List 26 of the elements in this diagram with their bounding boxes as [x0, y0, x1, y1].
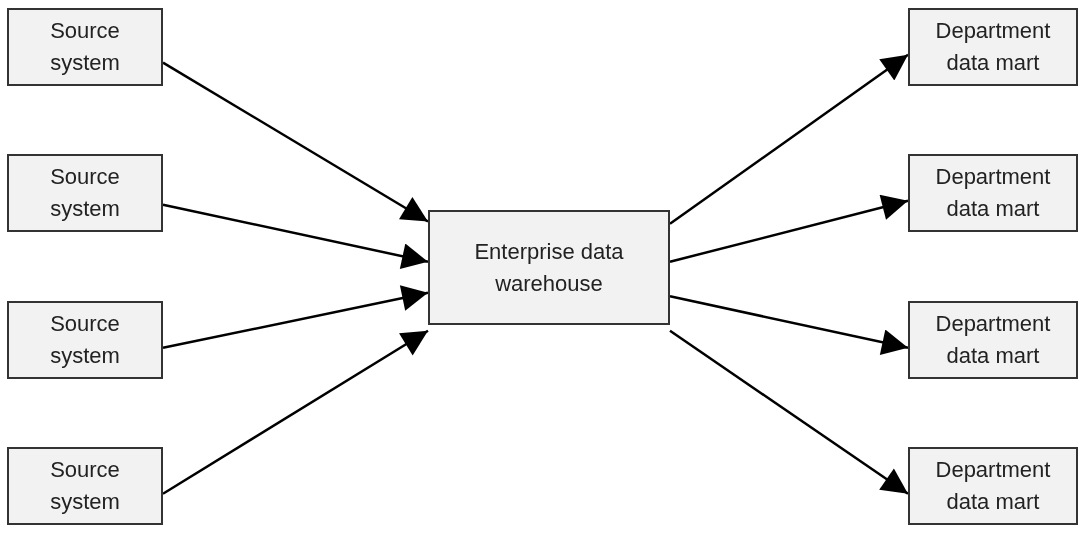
- box-label: Source system: [49, 310, 121, 370]
- arrow: [162, 329, 429, 495]
- arrow: [669, 194, 909, 263]
- process-box: [908, 154, 1078, 232]
- process-box: [7, 447, 163, 525]
- arrow: [162, 61, 429, 223]
- arrow: [162, 203, 429, 269]
- process-box: [908, 301, 1078, 379]
- box-label: Enterprise data warehouse: [473, 237, 625, 298]
- box-label: Source system: [49, 163, 121, 223]
- arrow: [669, 295, 909, 355]
- box-label: Department data mart: [934, 456, 1052, 516]
- process-box: [908, 8, 1078, 86]
- box-label: Department data mart: [934, 310, 1052, 370]
- arrow: [669, 53, 909, 225]
- box-label: Department data mart: [934, 17, 1052, 77]
- process-box: [7, 8, 163, 86]
- arrow: [162, 285, 429, 350]
- process-box: [7, 301, 163, 379]
- box-label: Source system: [49, 456, 121, 516]
- process-box: [7, 154, 163, 232]
- box-label: Source system: [49, 17, 121, 77]
- box-label: Department data mart: [934, 163, 1052, 223]
- process-box: [428, 210, 670, 325]
- process-box: [908, 447, 1078, 525]
- arrow: [669, 329, 909, 495]
